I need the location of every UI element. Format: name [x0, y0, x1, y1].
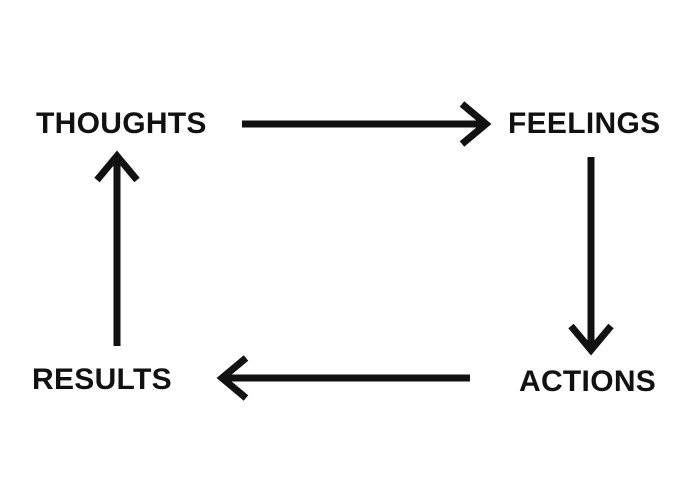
node-feelings-label: FEELINGS: [508, 107, 661, 140]
node-results-label: RESULTS: [32, 363, 172, 396]
node-actions-label: ACTIONS: [519, 365, 657, 398]
node-thoughts-label: THOUGHTS: [36, 107, 207, 140]
